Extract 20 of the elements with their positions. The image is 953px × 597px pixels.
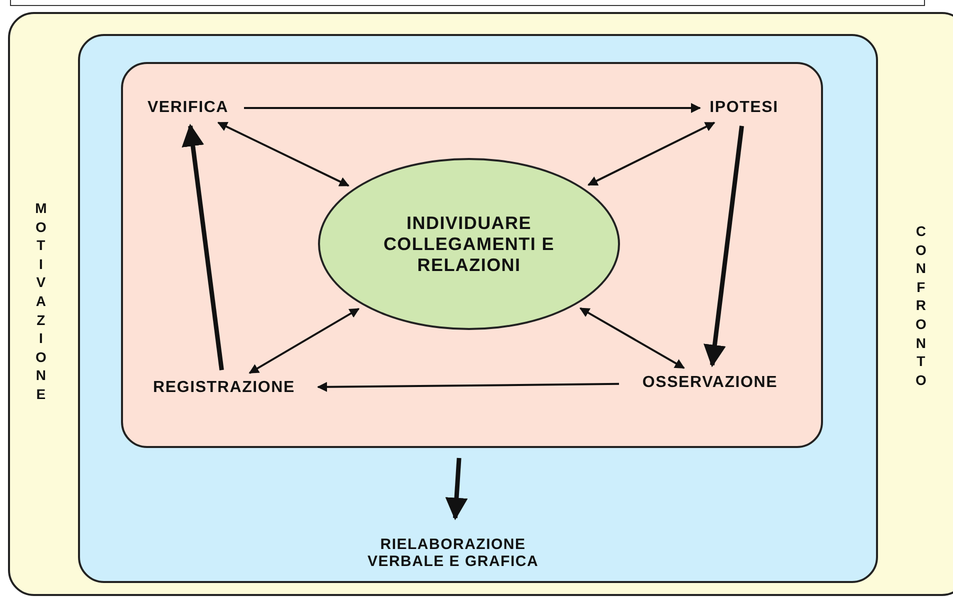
double-arrow (217, 122, 350, 187)
vertical-label: CONFRONTO (915, 222, 927, 390)
step-label: VERIFICA (138, 96, 238, 120)
step-label: IPOTESI (706, 96, 782, 120)
process-panel (121, 62, 823, 448)
arrow (182, 124, 224, 370)
double-arrow (579, 307, 685, 369)
arrow (244, 103, 701, 113)
outer-panel (8, 12, 953, 596)
vertical-label: MOTIVAZIONE (35, 199, 47, 404)
step-label: REGISTRAZIONE (136, 376, 312, 400)
arrow (704, 126, 744, 368)
inner-panel (78, 34, 878, 583)
center-ellipse: INDIVIDUARE COLLEGAMENTI E RELAZIONI (318, 158, 620, 330)
arrow (445, 458, 468, 520)
arrow (317, 382, 620, 392)
double-arrow (248, 308, 360, 374)
output-label: RIELABORAZIONE VERBALE E GRAFICA (358, 526, 548, 580)
step-label: OSSERVAZIONE (625, 371, 795, 395)
double-arrow (588, 122, 716, 186)
